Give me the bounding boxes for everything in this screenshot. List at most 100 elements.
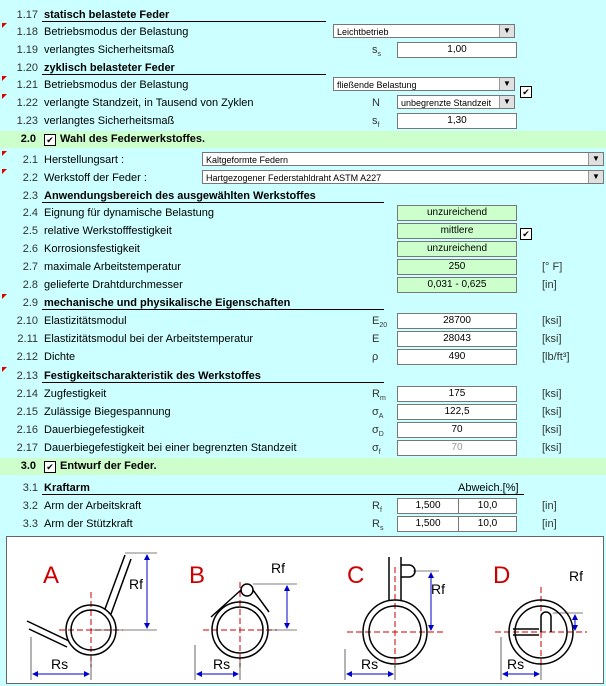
row-number: 1.20 — [16, 62, 38, 74]
label: Herstellungsart : — [44, 154, 125, 166]
allowable-bending-stress-value: 122,5 — [397, 404, 517, 420]
safety-cyclic-checkbox[interactable]: ✔ — [520, 228, 532, 240]
row-1-21: 1.21 Betriebsmodus der Belastung fließen… — [0, 76, 606, 94]
safety-static-checkbox[interactable]: ✔ — [520, 86, 532, 98]
section-2-checkbox[interactable]: ✔ — [44, 134, 56, 146]
chevron-down-icon[interactable]: ▼ — [499, 96, 514, 108]
row-number: 2.10 — [16, 315, 38, 327]
row-2-4: 2.4 Eignung für dynamische Belastung unz… — [0, 204, 606, 222]
corrosion-resistance-value: unzureichend — [397, 241, 517, 257]
symbol: ρ — [372, 351, 379, 363]
row-number: 2.11 — [17, 333, 38, 345]
row-number: 2.3 — [22, 190, 38, 202]
safety-factor-static-input[interactable]: 1,00 — [397, 42, 517, 58]
section-title: Wahl des Federwerkstoffes. — [60, 133, 206, 145]
unit: [ksi] — [542, 388, 562, 400]
row-2-2: 2.2 Werkstoff der Feder : Hartgezogener … — [0, 169, 606, 187]
rs-label-c: Rs — [361, 656, 378, 672]
chevron-down-icon[interactable]: ▼ — [588, 153, 603, 165]
symbol: sf — [372, 115, 380, 130]
note-marker-icon — [2, 169, 7, 174]
label: maximale Arbeitstemperatur — [44, 261, 181, 273]
row-number: 2.16 — [16, 424, 38, 436]
unit: [° F] — [542, 261, 563, 273]
fatigue-strength-limited-value: 70 — [397, 440, 517, 456]
heading-mechanical-properties: mechanische und physikalische Eigenschaf… — [44, 297, 291, 309]
label: Werkstoff der Feder : — [44, 172, 147, 184]
variant-d-label: D — [493, 562, 510, 589]
underline — [42, 309, 384, 310]
label: Arm der Stützkraft — [44, 518, 133, 530]
section-3-checkbox[interactable]: ✔ — [44, 461, 56, 473]
load-mode-cyclic-select[interactable]: fließende Belastung▼ — [333, 77, 515, 91]
symbol: σA — [372, 406, 384, 421]
section-3-0: 3.0 ✔ Entwurf der Feder. — [0, 458, 606, 475]
heading-static-spring: statisch belastete Feder — [44, 9, 170, 21]
row-number: 2.14 — [16, 388, 38, 400]
row-number: 2.17 — [16, 442, 38, 454]
symbol: ss — [372, 44, 381, 59]
row-number: 3.2 — [22, 500, 38, 512]
fatigue-strength-value: 70 — [397, 422, 517, 438]
chevron-down-icon[interactable]: ▼ — [499, 78, 514, 90]
load-mode-static-select[interactable]: Leichtbetrieb▼ — [333, 24, 515, 38]
row-number: 1.23 — [16, 115, 38, 127]
note-marker-icon — [2, 23, 7, 28]
rf-label-d: Rf — [569, 568, 583, 584]
working-force-arm-deviation-input[interactable]: 10,0 — [458, 498, 517, 514]
service-life-select[interactable]: unbegrenzte Standzeit▼ — [397, 95, 515, 109]
section-number: 2.0 — [20, 133, 36, 145]
unit: [lb/ft³] — [542, 351, 570, 363]
symbol: σf — [372, 442, 381, 457]
variant-b-label: B — [189, 562, 205, 589]
underline — [42, 382, 384, 383]
row-2-3: 2.3 Anwendungsbereich des ausgewählten W… — [0, 187, 606, 205]
rf-label-a: Rf — [129, 576, 143, 592]
support-force-arm-deviation-input[interactable]: 10,0 — [458, 516, 517, 532]
section-2-0: 2.0 ✔ Wahl des Federwerkstoffes. — [0, 131, 606, 148]
rs-label-a: Rs — [51, 656, 68, 672]
spring-end-variants-diagram: A Rf Rs B — [6, 536, 604, 684]
elastic-modulus-value: 28700 — [397, 313, 517, 329]
heading-application-range: Anwendungsbereich des ausgewählten Werks… — [44, 190, 316, 202]
row-2-6: 2.6 Korrosionsfestigkeit unzureichend — [0, 240, 606, 258]
label: verlangtes Sicherheitsmaß — [44, 44, 175, 56]
row-number: 3.3 — [22, 518, 38, 530]
symbol: Rf — [372, 500, 382, 515]
chevron-down-icon[interactable]: ▼ — [499, 25, 514, 37]
row-2-15: 2.15 Zulässige Biegespannung σA 122,5 [k… — [0, 403, 606, 421]
rf-label-b: Rf — [271, 560, 285, 576]
unit: [in] — [542, 518, 557, 530]
heading-force-arm: Kraftarm — [44, 482, 90, 494]
unit: [ksi] — [542, 442, 562, 454]
note-marker-icon — [2, 94, 7, 99]
note-marker-icon — [2, 294, 7, 299]
max-temperature-value: 250 — [397, 259, 517, 275]
row-3-1: 3.1 Kraftarm Abweich.[%] — [0, 479, 606, 497]
spring-diagram-svg: A Rf Rs B — [26, 552, 587, 680]
row-1-20: 1.20 zyklisch belasteter Feder — [0, 59, 606, 77]
wire-diameter-range-value: 0,031 - 0,625 — [397, 277, 517, 293]
row-1-17: 1.17 statisch belastete Feder — [0, 6, 606, 24]
row-1-18: 1.18 Betriebsmodus der Belastung Leichtb… — [0, 23, 606, 41]
row-2-10: 2.10 Elastizitätsmodul E20 28700 [ksi] — [0, 312, 606, 330]
manufacturing-select[interactable]: Kaltgeformte Federn▼ — [202, 152, 604, 166]
support-force-arm-input[interactable]: 1,500 — [397, 516, 459, 532]
row-2-11: 2.11 Elastizitätsmodul bei der Arbeitste… — [0, 330, 606, 348]
row-3-2: 3.2 Arm der Arbeitskraft Rf 1,500 10,0 [… — [0, 497, 606, 515]
row-2-16: 2.16 Dauerbiegefestigkeit σD 70 [ksi] — [0, 421, 606, 439]
variant-a-label: A — [43, 562, 59, 589]
safety-factor-cyclic-input[interactable]: 1,30 — [397, 113, 517, 129]
row-1-19: 1.19 verlangtes Sicherheitsmaß ss 1,00 ✔ — [0, 41, 606, 98]
note-marker-icon — [2, 367, 7, 372]
label: Elastizitätsmodul bei der Arbeitstempera… — [44, 333, 254, 345]
chevron-down-icon[interactable]: ▼ — [588, 171, 603, 183]
tensile-strength-value: 175 — [397, 386, 517, 402]
row-number: 2.4 — [22, 207, 38, 219]
working-force-arm-input[interactable]: 1,500 — [397, 498, 459, 514]
material-select[interactable]: Hartgezogener Federstahldraht ASTM A227▼ — [202, 170, 604, 184]
underline — [42, 21, 326, 22]
symbol: Rs — [372, 518, 384, 533]
row-number: 2.12 — [16, 351, 38, 363]
label: Dichte — [44, 351, 76, 363]
